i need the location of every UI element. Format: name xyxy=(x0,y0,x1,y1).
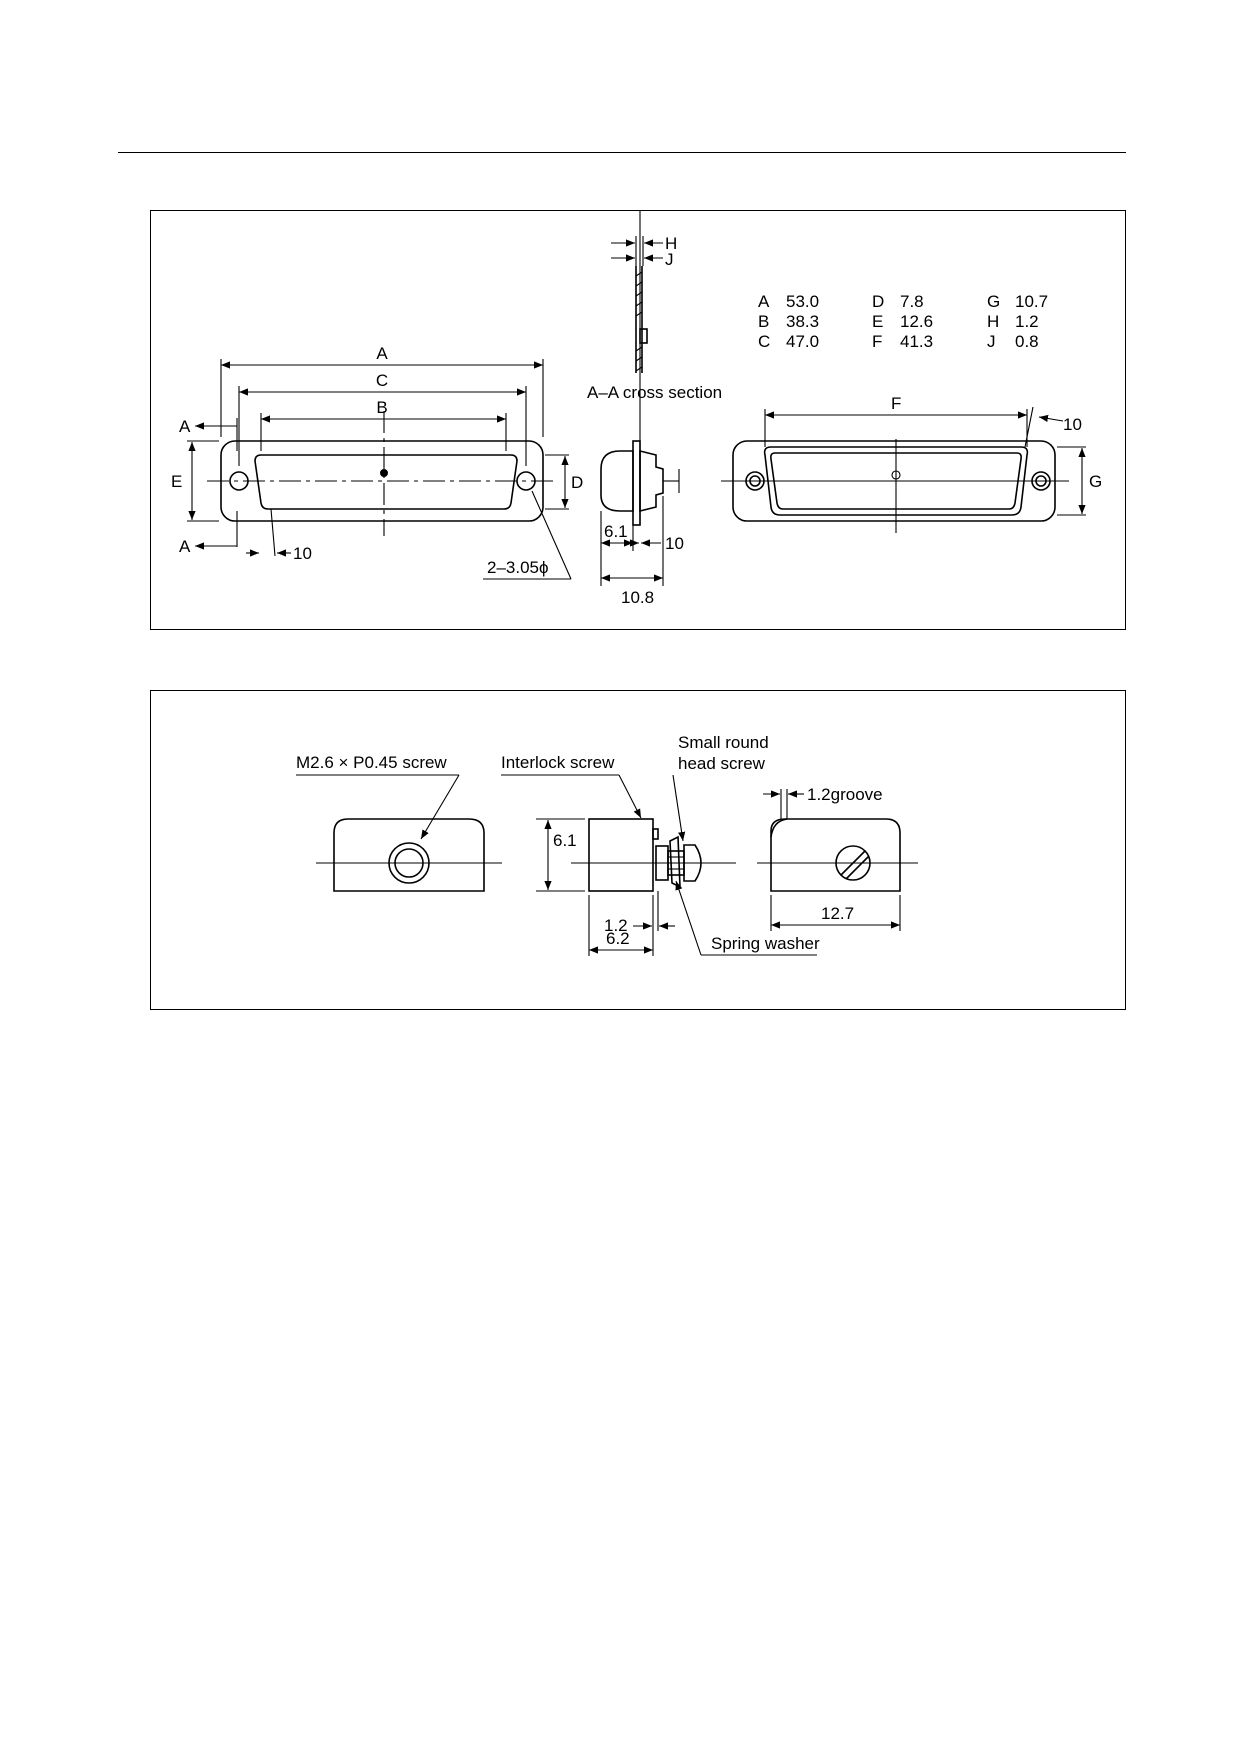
table-key-b: B xyxy=(758,312,769,331)
table-val-e: 12.6 xyxy=(900,312,933,331)
table-key-d: D xyxy=(872,292,884,311)
hw-dim-12: 1.2 xyxy=(604,916,628,935)
top-rule xyxy=(118,152,1126,153)
table-val-f: 41.3 xyxy=(900,332,933,351)
label-spring-washer: Spring washer xyxy=(711,934,820,953)
hardware-drawing: M2.6 × P0.45 screw Interlock screw Small… xyxy=(296,733,918,956)
hw-dim-127: 12.7 xyxy=(821,904,854,923)
table-key-c: C xyxy=(758,332,770,351)
back-d-shell-outer xyxy=(763,446,1029,516)
hole-callout: 2–3.05ϕ xyxy=(487,558,549,577)
side-shell xyxy=(600,450,634,512)
front-label-d: D xyxy=(571,473,583,492)
front-angle: 10 xyxy=(293,544,312,563)
table-key-f: F xyxy=(872,332,882,351)
table-val-c: 47.0 xyxy=(786,332,819,351)
table-key-h: H xyxy=(987,312,999,331)
front-label-e: E xyxy=(171,472,182,491)
front-d-shell xyxy=(254,454,518,510)
label-small-round-1: Small round xyxy=(678,733,769,752)
table-key-e: E xyxy=(872,312,883,331)
table-val-g: 10.7 xyxy=(1015,292,1048,311)
back-label-g: G xyxy=(1089,472,1102,491)
cross-label-h: H xyxy=(665,234,677,253)
top-view-block xyxy=(770,818,901,892)
table-val-j: 0.8 xyxy=(1015,332,1039,351)
front-label-c: C xyxy=(376,371,388,390)
table-key-g: G xyxy=(987,292,1000,311)
table-val-b: 38.3 xyxy=(786,312,819,331)
side-dim-10: 10 xyxy=(665,534,684,553)
m26-screw-view: M2.6 × P0.45 screw xyxy=(296,753,502,892)
front-view: A C B E D A A 10 2–3.05ϕ xyxy=(171,344,583,580)
back-label-f: F xyxy=(891,394,901,413)
interlock-top-view: 1.2groove 12.7 xyxy=(757,785,918,931)
hw-dim-62: 6.2 xyxy=(606,929,630,948)
label-small-round-2: head screw xyxy=(678,754,766,773)
front-center-dot xyxy=(380,469,388,477)
front-label-b: B xyxy=(376,398,387,417)
back-view: F 10 G xyxy=(721,394,1102,533)
table-val-h: 1.2 xyxy=(1015,312,1039,331)
section-marker-bottom: A xyxy=(179,537,191,556)
connector-drawing: A C B E D A A 10 2–3.05ϕ H J xyxy=(171,211,1102,607)
back-angle: 10 xyxy=(1063,415,1082,434)
side-view: 6.1 10 10.8 xyxy=(600,211,684,607)
hw-dim-61: 6.1 xyxy=(553,831,577,850)
label-groove: 1.2groove xyxy=(807,785,883,804)
hardware-drawing-panel: M2.6 × P0.45 screw Interlock screw Small… xyxy=(150,690,1126,1010)
interlock-side-view: Interlock screw Small round head screw 6… xyxy=(501,733,820,956)
table-key-j: J xyxy=(987,332,996,351)
back-d-shell-inner xyxy=(770,452,1022,510)
table-val-a: 53.0 xyxy=(786,292,819,311)
connector-drawing-panel: A C B E D A A 10 2–3.05ϕ H J xyxy=(150,210,1126,630)
section-marker-top: A xyxy=(179,417,191,436)
cross-section-title: A–A cross section xyxy=(587,383,722,402)
interlock-body xyxy=(588,818,654,892)
side-dim-108: 10.8 xyxy=(621,588,654,607)
table-key-a: A xyxy=(758,292,770,311)
front-label-a: A xyxy=(376,344,388,363)
cross-section: H J A–A cross section xyxy=(587,234,722,402)
cross-label-j: J xyxy=(665,250,674,269)
m26-block xyxy=(333,818,485,892)
side-dim-61: 6.1 xyxy=(604,522,628,541)
table-val-d: 7.8 xyxy=(900,292,924,311)
label-interlock-screw: Interlock screw xyxy=(501,753,615,772)
label-m26-screw: M2.6 × P0.45 screw xyxy=(296,753,447,772)
dimension-table: A 53.0 B 38.3 C 47.0 D 7.8 E 12.6 F 41.3… xyxy=(758,292,1048,351)
